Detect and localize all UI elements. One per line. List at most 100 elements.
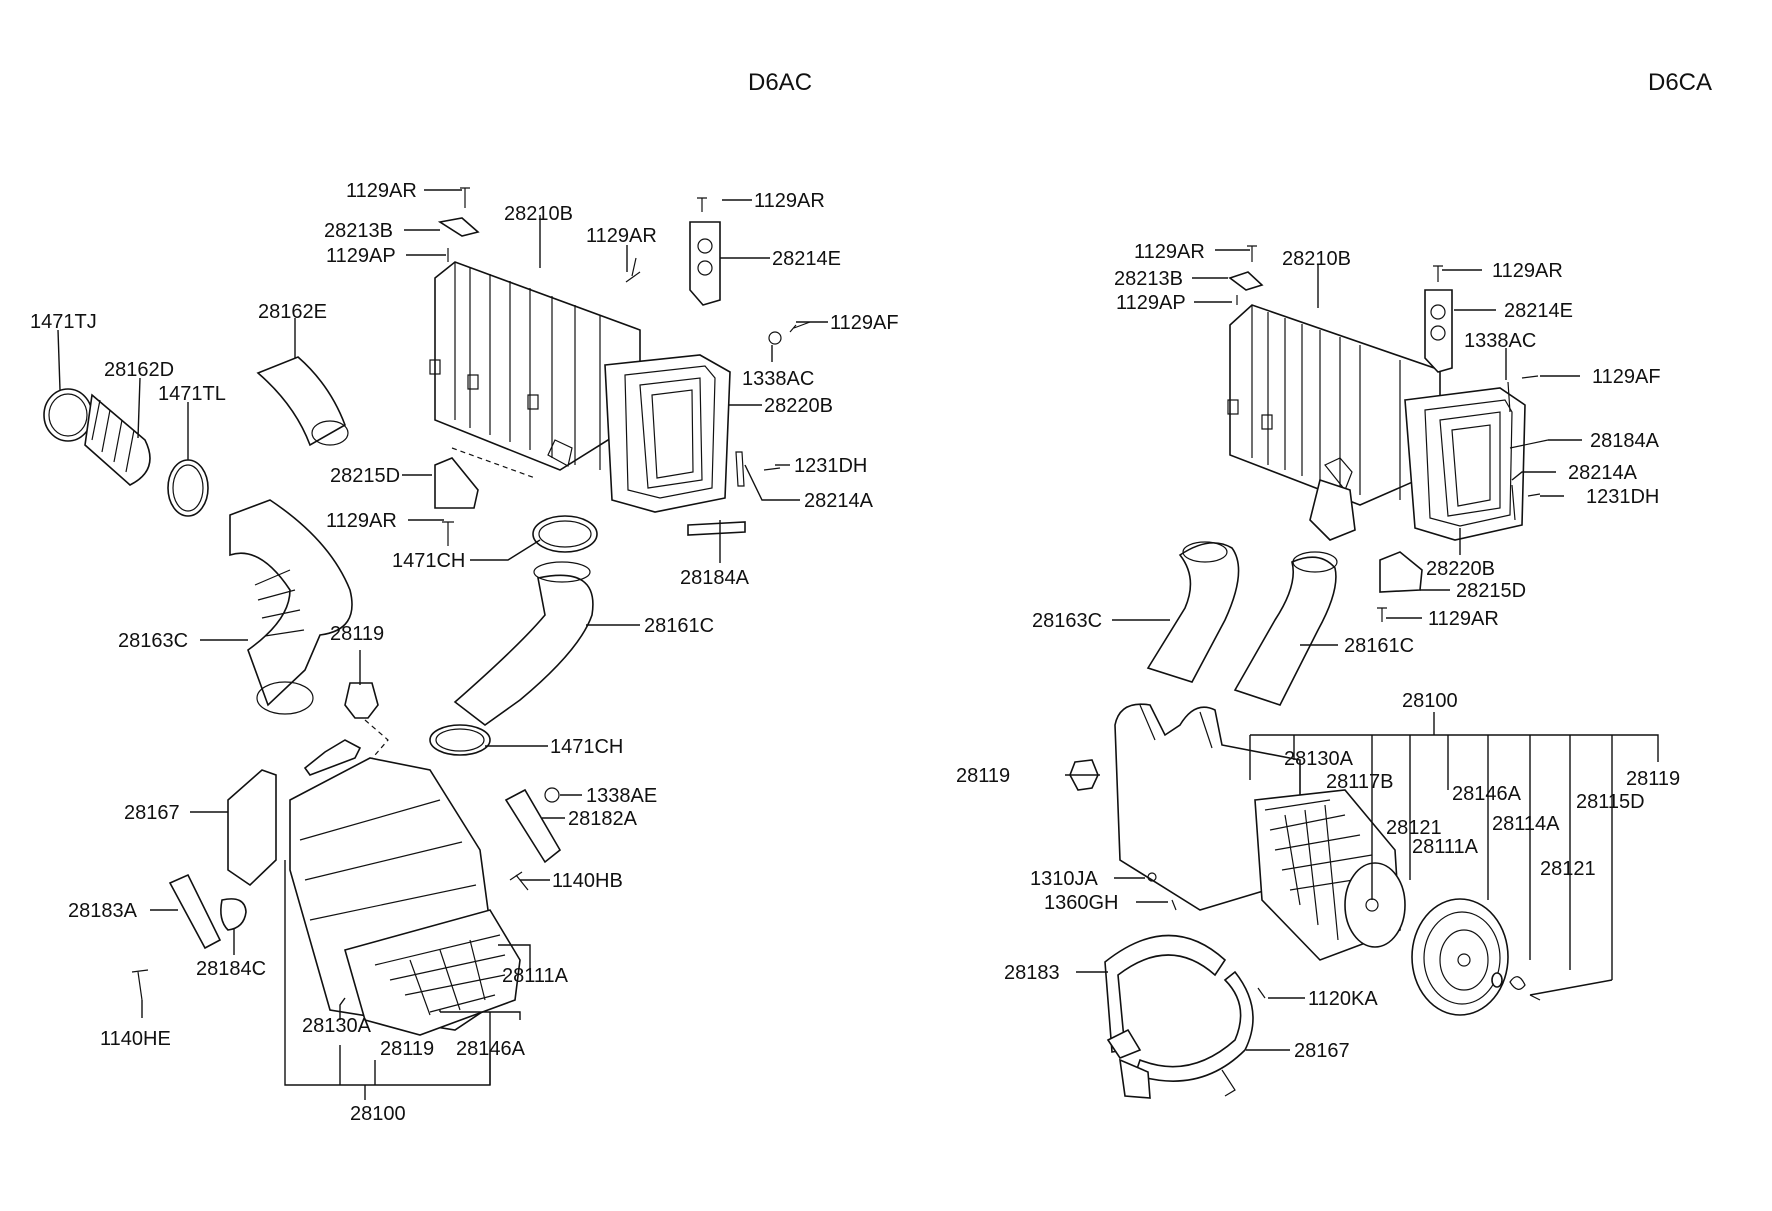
label-1338ae: 1338AE [586, 785, 657, 807]
bolt-1360gh [1171, 899, 1177, 911]
label-28130a-right: 28130A [1284, 748, 1354, 770]
label-28162d: 28162D [104, 359, 174, 381]
label-28213b-left: 28213B [324, 220, 393, 242]
label-1360gh: 1360GH [1044, 892, 1119, 914]
label-28146a-right: 28146A [1452, 783, 1522, 805]
clamp-1471ch-left-b [429, 724, 491, 756]
label-28215d-left: 28215D [330, 465, 400, 487]
label-28162e: 28162E [258, 301, 327, 323]
bracket-28213b-left [437, 217, 480, 237]
label-28183-right: 28183 [1004, 962, 1060, 984]
label-28184c: 28184C [196, 958, 266, 980]
label-1129af-right: 1129AF [1592, 366, 1661, 388]
nut-1310ja [1147, 872, 1157, 882]
label-1471tj: 1471TJ [30, 311, 97, 333]
duct-28163c-right [1146, 542, 1240, 683]
duct-28161c-right [1233, 556, 1337, 706]
label-1338ac-left: 1338AC [742, 368, 814, 390]
box-28215d-left [434, 457, 479, 509]
label-1120ka: 1120KA [1308, 988, 1378, 1010]
label-28161c-left: 28161C [644, 615, 714, 637]
right-assembly [1069, 245, 1549, 1099]
label-1310ja: 1310JA [1030, 868, 1098, 890]
bracket-28214e-right [1424, 289, 1453, 373]
label-28119-right-a: 28119 [956, 765, 1010, 787]
label-1140he: 1140HE [100, 1028, 171, 1050]
label-28114a: 28114A [1492, 813, 1560, 835]
sensor-28119-left [344, 682, 379, 719]
label-1129ar-right-c: 1129AR [1428, 608, 1499, 630]
title-d6ca: D6CA [1648, 69, 1712, 96]
label-28214a-right: 28214A [1568, 462, 1638, 484]
air-cleaner-28100-left [289, 739, 521, 1036]
label-28130a-left: 28130A [302, 1015, 372, 1037]
label-28184a-right: 28184A [1590, 430, 1660, 452]
label-28220b-right: 28220B [1426, 558, 1495, 580]
bracket-28214e-left [689, 221, 721, 306]
left-assembly [43, 187, 811, 1036]
label-1140hb: 1140HB [552, 870, 623, 892]
cover-28111a-right [1411, 898, 1509, 1016]
label-28184a-left: 28184A [680, 567, 750, 589]
label-28214e-right: 28214E [1504, 300, 1573, 322]
hose-28162e [256, 356, 346, 447]
bracket-28182a [504, 788, 562, 864]
label-1129ar-left-b: 1129AR [586, 225, 657, 247]
label-1231dh-right: 1231DH [1586, 486, 1659, 508]
label-1129ar-right-b: 1129AR [1492, 260, 1563, 282]
grommet-28184c [220, 898, 247, 931]
flange-28220b-left [604, 354, 731, 513]
bracket-28167-right [1133, 970, 1254, 1082]
label-28100-right: 28100 [1402, 690, 1458, 712]
label-28111a-right: 28111A [1412, 836, 1479, 858]
label-1129ar-left-a: 1129AR [346, 180, 417, 202]
clamp-1471ch-left-a [532, 515, 598, 553]
clamp-1471tl [167, 459, 209, 517]
label-1471ch-left-b: 1471CH [550, 736, 623, 758]
title-d6ac: D6AC [748, 69, 812, 96]
label-1338ac-right: 1338AC [1464, 330, 1536, 352]
label-28119-left-b: 28119 [380, 1038, 434, 1060]
leader-lines [57, 189, 1659, 1100]
label-1129ap-right: 1129AP [1116, 292, 1186, 314]
label-28167-right: 28167 [1294, 1040, 1350, 1062]
label-1129ar-right-a: 1129AR [1134, 241, 1205, 263]
bolt-1129ar-left-a [460, 187, 470, 208]
label-1471tl: 1471TL [158, 383, 226, 405]
label-28214e-left: 28214E [772, 248, 841, 270]
label-1231dh-left: 1231DH [794, 455, 867, 477]
label-28115d: 28115D [1576, 791, 1645, 813]
label-28215d-right: 28215D [1456, 580, 1526, 602]
label-28210b-left: 28210B [504, 203, 573, 225]
label-28220b-left: 28220B [764, 395, 833, 417]
label-28214a-left: 28214A [804, 490, 874, 512]
label-28121-right-a: 28121 [1386, 817, 1442, 839]
bracket-28167-left [227, 769, 277, 887]
flange-28220b-right [1404, 387, 1526, 541]
label-28167-left: 28167 [124, 802, 180, 824]
clamp-1471tj [43, 388, 93, 442]
air-cleaner-28100-right [1114, 703, 1406, 961]
label-28183a: 28183A [68, 900, 138, 922]
label-28163c-right: 28163C [1032, 610, 1102, 632]
intake-duct-28210b-right [1227, 304, 1441, 541]
hose-28162d [84, 393, 151, 486]
label-1129af-left: 1129AF [830, 312, 899, 334]
label-28119-right-b: 28119 [1626, 768, 1680, 790]
label-28121-right-b: 28121 [1540, 858, 1596, 880]
label-1129ar-left-c: 1129AR [754, 190, 825, 212]
elbow-28163c [229, 499, 353, 707]
bracket-28183a [168, 873, 222, 950]
label-28100-left: 28100 [350, 1103, 406, 1125]
label-1129ar-left-d: 1129AR [326, 510, 397, 532]
label-28119-left-a: 28119 [330, 623, 384, 645]
label-28210b-right: 28210B [1282, 248, 1351, 270]
bolt-1140he [131, 969, 149, 1001]
label-28182a: 28182A [568, 808, 638, 830]
bolt-1120ka [1257, 987, 1266, 999]
label-1471ch-left-a: 1471CH [392, 550, 465, 572]
bracket-28213b-right [1228, 271, 1264, 291]
label-1129ap-left: 1129AP [326, 245, 396, 267]
label-28146a-left: 28146A [456, 1038, 526, 1060]
